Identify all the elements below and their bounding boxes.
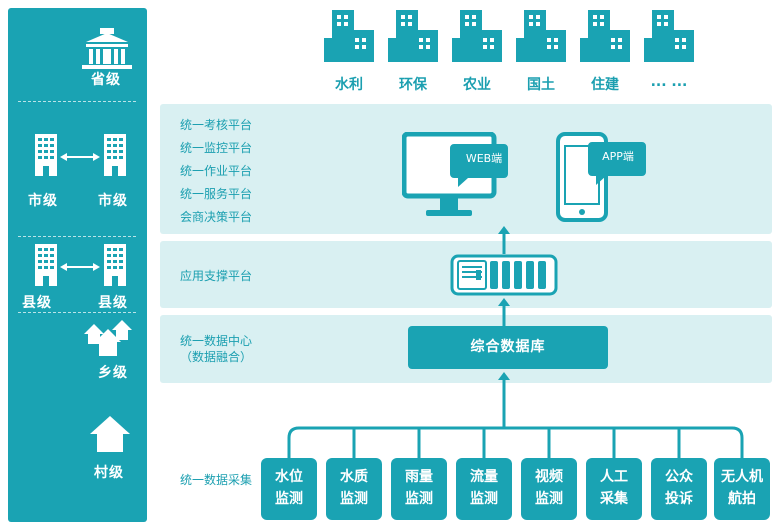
department-land: 国土 bbox=[512, 8, 570, 93]
level-divider bbox=[18, 101, 136, 102]
source-line1: 水位 bbox=[275, 469, 303, 485]
department-more: ... ... bbox=[640, 8, 698, 90]
platform-item: 统一监控平台 bbox=[180, 141, 253, 155]
source-line2: 采集 bbox=[600, 491, 628, 507]
source-line2: 监测 bbox=[340, 491, 368, 507]
office-building-icon bbox=[388, 10, 438, 62]
department-housing: 住建 bbox=[576, 8, 634, 93]
source-line1: 无人机 bbox=[721, 469, 763, 485]
source-line2: 监测 bbox=[470, 491, 498, 507]
level-divider bbox=[18, 236, 136, 237]
double-arrow-icon bbox=[60, 263, 100, 271]
city-level-label-right: 市级 bbox=[98, 193, 128, 209]
department-agriculture: 农业 bbox=[448, 8, 506, 93]
house-icon bbox=[90, 416, 130, 452]
houses-icon bbox=[84, 320, 132, 356]
source-line2: 监测 bbox=[535, 491, 563, 507]
city-building-icon bbox=[104, 134, 126, 176]
source-line1: 水质 bbox=[340, 469, 368, 485]
office-building-icon bbox=[324, 10, 374, 62]
source-line1: 流量 bbox=[470, 469, 498, 485]
township-level-label: 乡级 bbox=[98, 365, 128, 381]
source-public-complaint: 公众投诉 bbox=[651, 458, 707, 520]
department-label: 住建 bbox=[591, 77, 619, 93]
source-line1: 视频 bbox=[535, 469, 563, 485]
county-level-label-left: 县级 bbox=[22, 295, 52, 311]
source-line2: 投诉 bbox=[665, 491, 693, 507]
source-line1: 雨量 bbox=[405, 469, 433, 485]
platform-item: 会商决策平台 bbox=[180, 210, 253, 224]
department-label: ... ... bbox=[650, 74, 688, 90]
support-platform-label: 应用支撑平台 bbox=[180, 269, 253, 283]
department-water: 水利 bbox=[320, 8, 378, 93]
village-level-label: 村级 bbox=[94, 465, 124, 481]
county-building-icon bbox=[104, 244, 126, 286]
server-icon bbox=[450, 254, 558, 296]
county-building-icon bbox=[35, 244, 57, 286]
county-level-label-right: 县级 bbox=[98, 295, 128, 311]
department-environment: 环保 bbox=[384, 8, 442, 93]
platform-item: 统一考核平台 bbox=[180, 118, 253, 132]
source-water-quality: 水质监测 bbox=[326, 458, 382, 520]
source-line2: 航拍 bbox=[728, 491, 756, 507]
office-building-icon bbox=[452, 10, 502, 62]
department-label: 环保 bbox=[399, 77, 427, 93]
source-line2: 监测 bbox=[275, 491, 303, 507]
web-client-label: WEB端 bbox=[465, 152, 503, 165]
department-label: 国土 bbox=[527, 77, 555, 93]
data-center-label: 统一数据中心 bbox=[180, 334, 253, 348]
city-level-label-left: 市级 bbox=[28, 193, 58, 209]
department-label: 水利 bbox=[335, 77, 363, 93]
office-building-icon bbox=[516, 10, 566, 62]
source-flow: 流量监测 bbox=[456, 458, 512, 520]
desktop-monitor-icon bbox=[402, 132, 508, 216]
platform-item: 统一服务平台 bbox=[180, 187, 253, 201]
source-drone: 无人机航拍 bbox=[714, 458, 770, 520]
department-label: 农业 bbox=[463, 77, 491, 93]
mobile-phone-icon bbox=[556, 132, 646, 222]
source-line2: 监测 bbox=[405, 491, 433, 507]
platform-item: 统一作业平台 bbox=[180, 164, 253, 178]
source-rainfall: 雨量监测 bbox=[391, 458, 447, 520]
source-line1: 人工 bbox=[600, 469, 628, 485]
level-divider bbox=[18, 312, 136, 313]
double-arrow-icon bbox=[60, 153, 100, 161]
government-building-icon bbox=[82, 28, 132, 69]
city-building-icon bbox=[35, 134, 57, 176]
source-video: 视频监测 bbox=[521, 458, 577, 520]
source-water-level: 水位监测 bbox=[261, 458, 317, 520]
office-building-icon bbox=[644, 10, 694, 62]
admin-level-sidebar: 省级 市级 市级 bbox=[8, 8, 147, 522]
integrated-database-box: 综合数据库 bbox=[408, 326, 608, 369]
data-fusion-label: （数据融合） bbox=[180, 350, 253, 364]
source-line1: 公众 bbox=[665, 469, 693, 485]
province-level-label: 省级 bbox=[91, 72, 121, 88]
app-client-label: APP端 bbox=[602, 150, 634, 163]
source-manual: 人工采集 bbox=[586, 458, 642, 520]
office-building-icon bbox=[580, 10, 630, 62]
data-collection-label: 统一数据采集 bbox=[180, 473, 253, 487]
